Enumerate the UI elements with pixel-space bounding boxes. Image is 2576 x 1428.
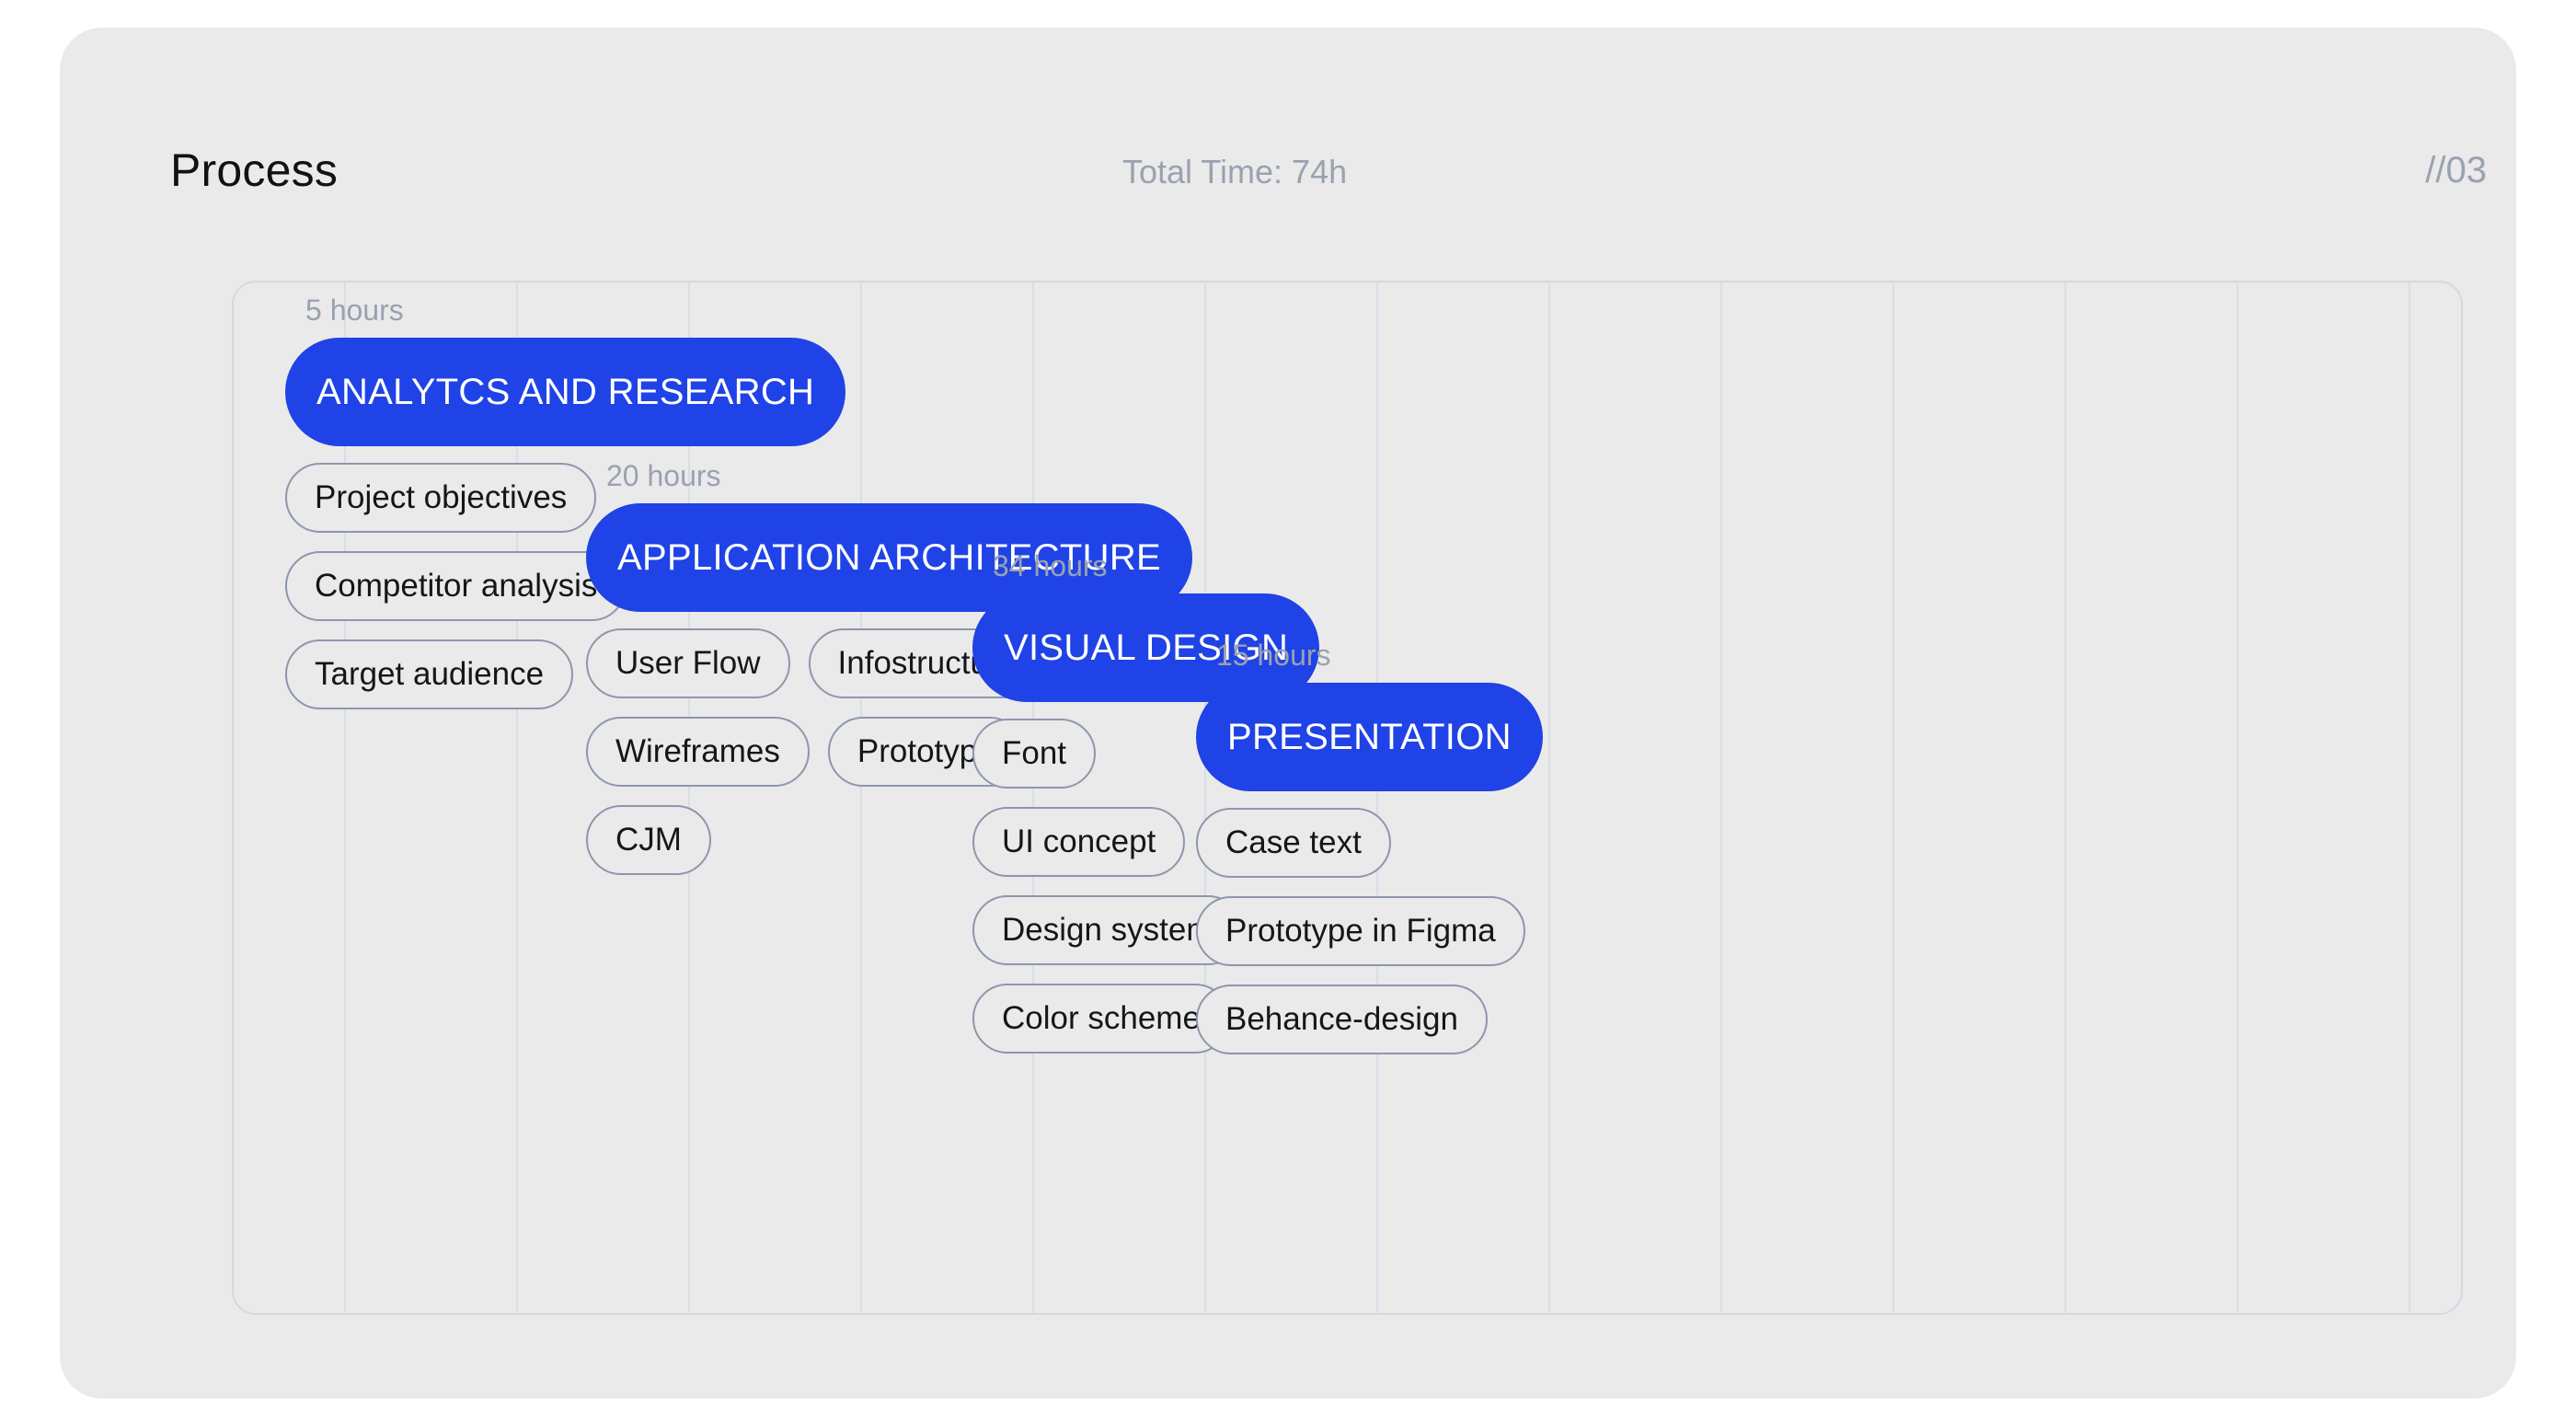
task-pill[interactable]: Target audience xyxy=(285,639,574,709)
task-row: Behance-design xyxy=(1196,985,1543,1054)
task-pill[interactable]: Prototype in Figma xyxy=(1196,896,1525,966)
task-pill[interactable]: UI concept xyxy=(972,807,1186,877)
grid-line-8 xyxy=(1720,282,1722,1313)
grid-line-7 xyxy=(1548,282,1550,1313)
grid-line-2 xyxy=(688,282,690,1313)
task-row: Color scheme xyxy=(972,984,1319,1054)
grid-line-3 xyxy=(860,282,862,1313)
phase-hours-label: 34 hours xyxy=(993,549,1108,582)
slide-number-label: //03 xyxy=(2425,150,2487,190)
task-pill[interactable]: Color scheme xyxy=(972,984,1230,1054)
task-pill[interactable]: Case text xyxy=(1196,808,1391,878)
phase-title-pill[interactable]: PRESENTATION xyxy=(1196,683,1543,791)
task-row: UI concept xyxy=(972,807,1319,877)
task-row: Font xyxy=(972,719,1319,789)
phase-hours-label: 15 hours xyxy=(1216,639,1331,672)
grid-line-12 xyxy=(2409,282,2410,1313)
phase-title-pill[interactable]: ANALYTCS AND RESEARCH xyxy=(285,338,846,446)
task-pill[interactable]: CJM xyxy=(586,805,711,875)
task-row: Project objectives xyxy=(285,463,845,533)
grid-line-4 xyxy=(1032,282,1034,1313)
slide-header: Process Total Time: 74h //03 xyxy=(170,143,2516,216)
page-title: Process xyxy=(170,144,339,196)
grid-line-1 xyxy=(516,282,518,1313)
task-row: CJM xyxy=(586,805,1192,875)
task-row: Competitor analysis xyxy=(285,551,845,621)
task-pill[interactable]: Project objectives xyxy=(285,463,597,533)
grid-line-10 xyxy=(2064,282,2066,1313)
grid-line-6 xyxy=(1376,282,1378,1313)
task-pill[interactable]: Behance-design xyxy=(1196,985,1488,1054)
grid-line-0 xyxy=(344,282,346,1313)
grid-line-9 xyxy=(1892,282,1894,1313)
task-pill[interactable]: Wireframes xyxy=(586,717,810,787)
phase-hours-label: 5 hours xyxy=(305,294,404,327)
task-pill[interactable]: User Flow xyxy=(586,628,790,698)
task-pill[interactable]: Font xyxy=(972,719,1097,789)
grid-line-5 xyxy=(1204,282,1206,1313)
grid-line-11 xyxy=(2237,282,2238,1313)
total-time-label: Total Time: 74h xyxy=(1122,153,1348,190)
task-row: Case text xyxy=(1196,808,1543,878)
task-row: Target audience xyxy=(285,639,845,709)
task-pill[interactable]: Competitor analysis xyxy=(285,551,627,621)
phase-hours-label: 20 hours xyxy=(606,459,721,492)
task-row: Prototype in Figma xyxy=(1196,896,1543,966)
